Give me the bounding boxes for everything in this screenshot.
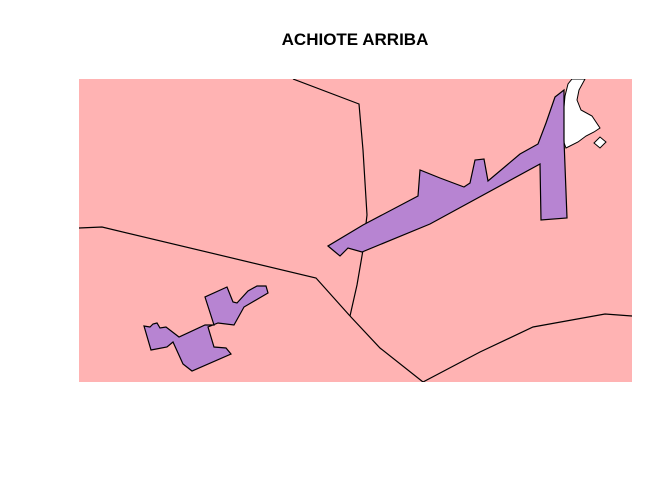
highlighted-zone-northeast <box>326 88 568 257</box>
outside-region-islet <box>593 136 607 149</box>
map-title: ACHIOTE ARRIBA <box>281 30 429 49</box>
district-boundary-north <box>292 79 368 317</box>
district-boundary-west <box>79 226 351 317</box>
highlighted-zone-southwest <box>143 285 269 372</box>
district-boundary-south <box>349 313 632 382</box>
